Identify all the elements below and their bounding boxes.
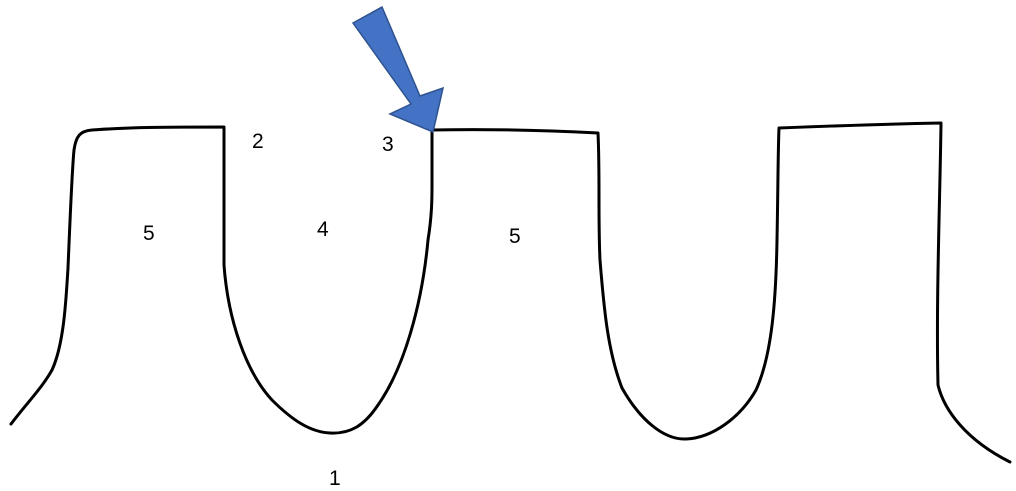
- label-region-1: 1: [329, 467, 341, 490]
- profile-outline: [9, 121, 1012, 464]
- label-region-3: 3: [382, 133, 394, 156]
- label-region-4: 4: [317, 218, 329, 241]
- pointer-arrow-icon: [351, 5, 445, 134]
- label-region-2: 2: [252, 130, 264, 153]
- label-region-5-right: 5: [509, 225, 521, 248]
- label-region-5-left: 5: [143, 222, 155, 245]
